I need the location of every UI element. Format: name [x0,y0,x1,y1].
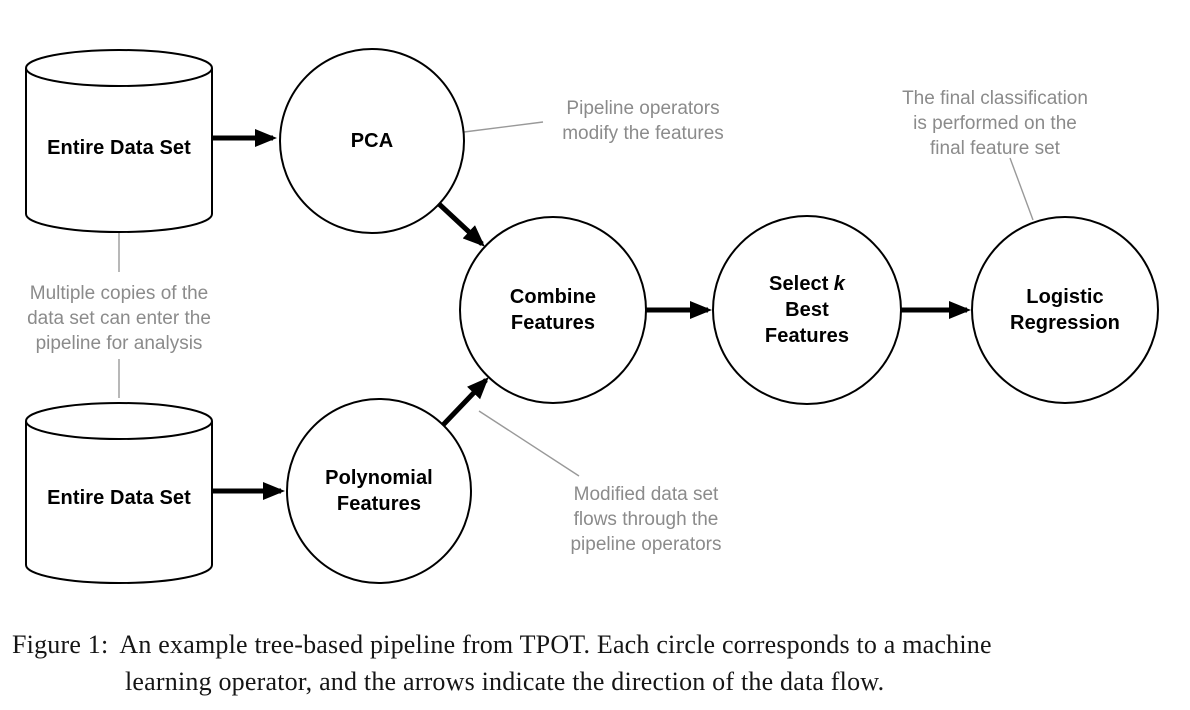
dataset-cylinder-top-lid [25,49,213,87]
dataset-cylinder-bottom-lid [25,402,213,440]
annotation-line: final feature set [930,138,1060,159]
polynomial-features-line: Polynomial [325,467,433,489]
combine-features-label: Combine Features [453,284,653,336]
leader-line-modified-data [478,410,580,477]
annotation-line: modify the features [562,123,724,144]
annotation-line: Multiple copies of the [29,283,209,304]
dataset-cylinder-top [25,68,213,233]
leader-line-pca-annotation [463,121,544,133]
dataset-bottom-label: Entire Data Set [47,487,191,509]
pipeline-diagram [25,48,1159,584]
select-k-line2: Best [785,299,829,321]
annotation-modified-data-set: Modified data set flows through the pipe… [496,482,796,557]
arrow-polynomial-to-combine [441,377,489,427]
pca-circle [279,48,465,234]
annotation-line: The final classification [902,88,1088,109]
k-variable: k [833,273,845,295]
figure-number-label: Figure 1: [12,630,109,659]
polynomial-features-label: Polynomial Features [279,465,479,517]
annotation-line: Pipeline operators [566,98,720,119]
select-k-line3: Features [764,325,850,347]
pca-label: PCA [350,130,394,152]
annotation-line: data set can enter the [27,308,211,329]
combine-features-line: Combine [509,286,597,308]
annotation-line: pipeline for analysis [35,333,203,354]
polynomial-features-circle [286,398,472,584]
logistic-regression-circle [971,216,1159,404]
leader-line-final-classification [1009,157,1034,221]
figure-caption-line-1: Figure 1: An example tree-based pipeline … [12,630,992,660]
annotation-line: flows through the [573,509,719,530]
arrow-pca-to-combine [437,202,485,247]
combine-features-line: Features [510,312,596,334]
polynomial-features-line: Features [336,493,422,515]
logistic-regression-line: Logistic [1026,286,1104,308]
dataset-top-label: Entire Data Set [47,137,191,159]
logistic-regression-label: Logistic Regression [965,284,1165,336]
caption-text: An example tree-based pipeline from TPOT… [119,630,992,659]
select-word: Select [769,273,829,295]
dataset-cylinder-bottom [25,421,213,584]
annotation-line: is performed on the [913,113,1077,134]
figure-caption-line-2: learning operator, and the arrows indica… [125,667,885,696]
annotation-final-classification: The final classification is performed on… [845,86,1145,161]
logistic-regression-line: Regression [1010,312,1120,334]
annotation-pipeline-operators: Pipeline operators modify the features [493,96,793,146]
annotation-line: Modified data set [573,484,719,505]
annotation-line: pipeline operators [570,534,722,555]
annotation-multiple-copies: Multiple copies of the data set can ente… [0,281,259,356]
